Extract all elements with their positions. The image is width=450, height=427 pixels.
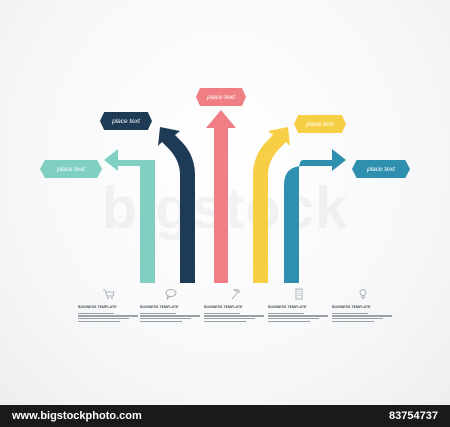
bulb-icon (356, 288, 370, 300)
arrow-right (284, 149, 346, 283)
column-text-lines (268, 311, 328, 324)
column-title: BUSINESS TEMPLATE (268, 305, 307, 309)
arrow-up-right (253, 127, 290, 283)
label-tag-3[interactable]: place text (196, 88, 246, 106)
label-tag-4[interactable]: place text (294, 115, 346, 133)
list-icon (292, 288, 306, 300)
cart-icon (102, 288, 116, 300)
label-tag-1[interactable]: place text (40, 160, 102, 178)
infographic-canvas: bigstock place text place text place tex… (0, 0, 450, 405)
column-title: BUSINESS TEMPLATE (78, 305, 117, 309)
arrow-up-left (158, 127, 195, 283)
info-column-2: BUSINESS TEMPLATE (140, 288, 202, 324)
wrench-icon (228, 288, 242, 300)
info-column-3: BUSINESS TEMPLATE (204, 288, 266, 324)
column-text-lines (140, 311, 200, 324)
footer-image-id: 83754737 (389, 410, 438, 422)
column-text-lines (332, 311, 392, 324)
footer-bar: www.bigstockphoto.com 83754737 (0, 405, 450, 427)
column-text-lines (78, 311, 138, 324)
arrows-diagram (104, 110, 346, 283)
label-tag-5[interactable]: place text (352, 160, 410, 178)
footer-site[interactable]: www.bigstockphoto.com (12, 410, 142, 422)
info-column-4: BUSINESS TEMPLATE (268, 288, 330, 324)
arrow-up (206, 110, 236, 283)
column-title: BUSINESS TEMPLATE (140, 305, 179, 309)
column-title: BUSINESS TEMPLATE (332, 305, 371, 309)
info-column-1: BUSINESS TEMPLATE (78, 288, 140, 324)
column-title: BUSINESS TEMPLATE (204, 305, 243, 309)
info-column-5: BUSINESS TEMPLATE (332, 288, 394, 324)
label-tag-2[interactable]: place text (100, 112, 152, 130)
column-text-lines (204, 311, 264, 324)
arrow-left (104, 149, 155, 283)
chat-icon (164, 288, 178, 300)
